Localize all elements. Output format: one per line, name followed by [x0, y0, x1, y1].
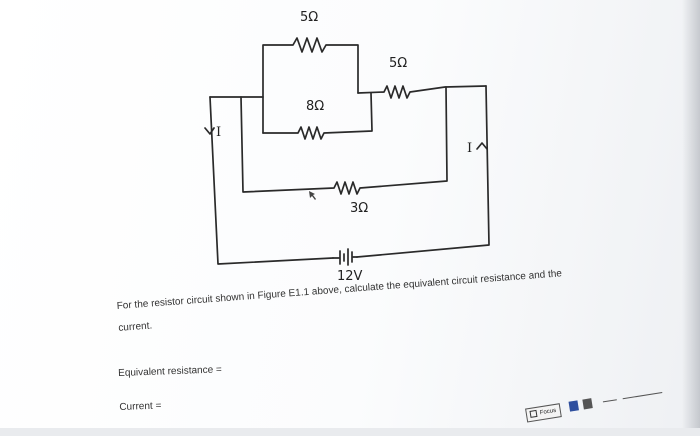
resistor-label-bottom: 3Ω — [350, 201, 368, 216]
current-arrow-right — [476, 142, 488, 150]
print-layout-icon[interactable] — [582, 398, 593, 410]
wire-3ohm-branch — [240, 86, 448, 195]
answer-fields: Equivalent resistance = Current = — [118, 364, 224, 436]
battery-label: 12V — [337, 269, 363, 284]
resistor-label-top: 5Ω — [300, 10, 318, 25]
zoom-minus-icon[interactable] — [602, 399, 617, 403]
wire-right-branch — [357, 85, 487, 99]
current-arrow-left — [204, 127, 215, 135]
wire-top-branch — [262, 37, 359, 134]
focus-label: Focus — [539, 407, 557, 417]
focus-button[interactable]: Focus — [525, 403, 563, 423]
screen-edge-shadow — [682, 0, 700, 428]
focus-icon — [529, 409, 538, 418]
resistor-label-right: 5Ω — [389, 56, 407, 71]
zoom-slider[interactable] — [622, 392, 663, 400]
mouse-cursor-icon — [309, 191, 316, 200]
wire-outer-loop — [209, 85, 490, 265]
current-label-right: I — [467, 141, 472, 156]
equivalent-resistance-label[interactable]: Equivalent resistance = — [118, 364, 222, 379]
current-label-left: I — [216, 125, 221, 140]
read-mode-icon[interactable] — [568, 400, 579, 412]
wire-mid-branch — [262, 92, 373, 140]
current-answer-label[interactable]: Current = — [119, 400, 162, 413]
resistor-label-mid: 8Ω — [306, 99, 324, 114]
battery-symbol — [332, 248, 358, 266]
